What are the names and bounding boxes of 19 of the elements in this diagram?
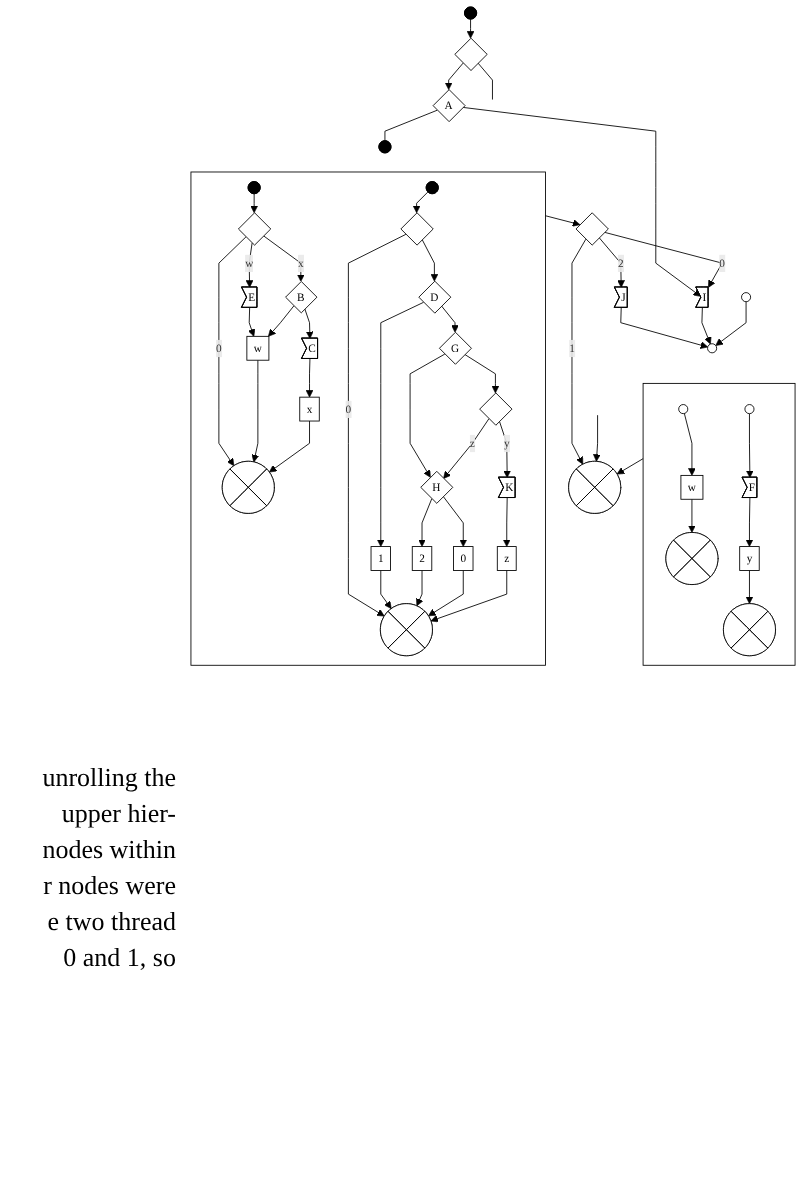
connector bbox=[477, 62, 493, 100]
node-diamond bbox=[479, 392, 513, 426]
paragraph-text-fragment: r nodes were bbox=[41, 868, 176, 904]
node-diamond bbox=[454, 37, 488, 71]
node-diamond bbox=[238, 212, 272, 246]
node-diamond bbox=[400, 212, 434, 246]
cluster bbox=[642, 382, 796, 666]
connector bbox=[384, 109, 438, 142]
cluster bbox=[190, 171, 546, 666]
paragraph-text-fragment: nodes within bbox=[40, 832, 176, 868]
paragraph-text-fragment: 0 and 1, so bbox=[61, 940, 176, 976]
paragraph-text-fragment: unrolling the bbox=[40, 760, 176, 796]
paragraph-text-fragment: e two thread bbox=[45, 904, 176, 940]
node-circle bbox=[678, 404, 689, 415]
node-circle bbox=[707, 343, 718, 354]
node-circle bbox=[741, 292, 752, 303]
node-diamond bbox=[575, 212, 609, 246]
paragraph-text-fragment: upper hier- bbox=[59, 796, 176, 832]
node-circle bbox=[744, 404, 755, 415]
